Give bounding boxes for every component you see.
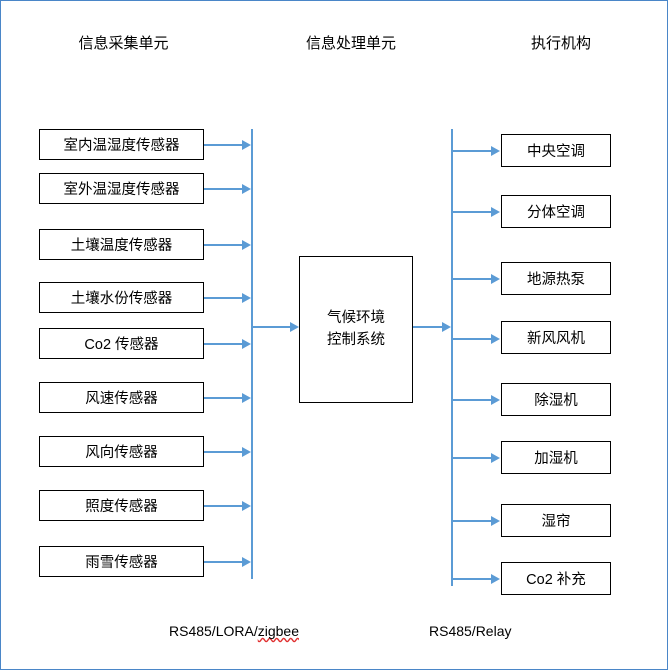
actuator-bus-line (451, 129, 453, 586)
sensor-box-indoor-temp-humidity[interactable]: 室内温湿度传感器 (39, 129, 204, 160)
connector-bus-to-actuator-5 (451, 399, 492, 401)
controller-label-line-1: 气候环境 (327, 310, 385, 327)
actuator-box-wet-curtain[interactable]: 湿帘 (501, 504, 611, 537)
connector-bus-to-actuator-1 (451, 150, 492, 152)
connector-sensor-9-to-bus (204, 561, 243, 563)
column-header-actuation: 执行机构 (530, 35, 591, 52)
connector-sensor-2-to-bus (204, 188, 243, 190)
actuator-box-ground-source-heat-pump[interactable]: 地源热泵 (501, 262, 611, 295)
sensor-box-illuminance[interactable]: 照度传感器 (39, 490, 204, 521)
connector-sensor-6-to-bus (204, 397, 243, 399)
connector-bus-to-actuator-2 (451, 211, 492, 213)
connector-bus-to-actuator-8 (451, 578, 492, 580)
connector-controller-to-bus (413, 326, 443, 328)
connector-sensor-3-to-bus (204, 244, 243, 246)
actuator-box-split-air-conditioner[interactable]: 分体空调 (501, 195, 611, 228)
connector-bus-to-actuator-6 (451, 457, 492, 459)
actuator-box-fresh-air-fan[interactable]: 新风风机 (501, 321, 611, 354)
sensor-box-soil-moisture[interactable]: 土壤水份传感器 (39, 282, 204, 313)
actuator-box-dehumidifier[interactable]: 除湿机 (501, 383, 611, 416)
connector-sensor-8-to-bus (204, 505, 243, 507)
controller-box[interactable]: 气候环境 控制系统 (299, 256, 413, 403)
sensor-box-soil-temperature[interactable]: 土壤温度传感器 (39, 229, 204, 260)
sensor-box-co2[interactable]: Co2 传感器 (39, 328, 204, 359)
connector-bus-to-controller (251, 326, 291, 328)
controller-label-line-2: 控制系统 (327, 331, 385, 348)
sensor-box-rain-snow[interactable]: 雨雪传感器 (39, 546, 204, 577)
column-header-acquisition: 信息采集单元 (78, 35, 169, 52)
connector-sensor-1-to-bus (204, 144, 243, 146)
actuator-box-co2-supplement[interactable]: Co2 补充 (501, 562, 611, 595)
connector-bus-to-actuator-3 (451, 278, 492, 280)
connector-sensor-7-to-bus (204, 451, 243, 453)
connector-sensor-4-to-bus (204, 297, 243, 299)
sensor-bus-line (251, 129, 253, 579)
sensor-box-outdoor-temp-humidity[interactable]: 室外温湿度传感器 (39, 173, 204, 204)
connector-bus-to-actuator-4 (451, 338, 492, 340)
protocol-label-sensor-bus: RS485/LORA/zigbee (169, 623, 299, 639)
sensor-box-wind-direction[interactable]: 风向传感器 (39, 436, 204, 467)
connector-sensor-5-to-bus (204, 343, 243, 345)
protocol-label-actuator-bus: RS485/Relay (429, 623, 512, 639)
sensor-box-wind-speed[interactable]: 风速传感器 (39, 382, 204, 413)
actuator-box-central-air-conditioner[interactable]: 中央空调 (501, 134, 611, 167)
protocol-label-sensor-bus-misspelled: zigbee (257, 623, 299, 639)
actuator-box-humidifier[interactable]: 加湿机 (501, 441, 611, 474)
column-header-processing: 信息处理单元 (305, 35, 396, 52)
connector-bus-to-actuator-7 (451, 520, 492, 522)
protocol-label-sensor-bus-text: RS485/LORA/ (169, 623, 258, 639)
